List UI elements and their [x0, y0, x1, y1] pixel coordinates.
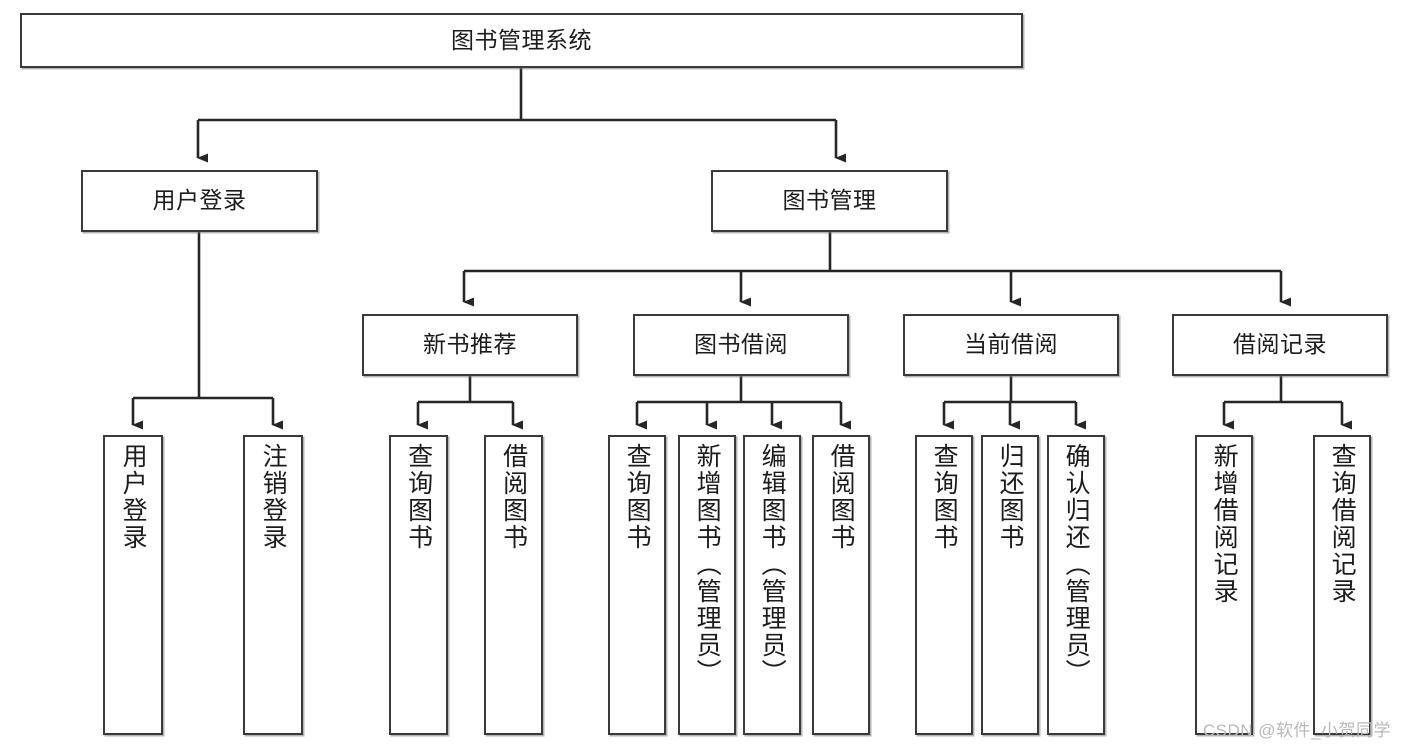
leaf-edit-book-label: 编辑图书（管理员） — [758, 443, 787, 686]
node-current-borrow-label: 当前借阅 — [964, 331, 1058, 358]
leaf-borrow-book-2-label: 借阅图书 — [827, 443, 856, 551]
leaf-user-login-label: 用户登录 — [119, 443, 148, 551]
leaf-confirm-return-label: 确认归还（管理员） — [1062, 443, 1091, 686]
leaf-confirm-return[interactable]: 确认归还（管理员） — [1047, 435, 1105, 735]
leaf-query-record[interactable]: 查询借阅记录 — [1313, 435, 1371, 735]
leaf-return-book[interactable]: 归还图书 — [981, 435, 1039, 735]
node-root[interactable]: 图书管理系统 — [20, 13, 1023, 68]
leaf-query-book-3-label: 查询图书 — [930, 443, 959, 551]
leaf-add-record-label: 新增借阅记录 — [1210, 443, 1239, 605]
node-book-manage-label: 图书管理 — [782, 187, 877, 214]
leaf-borrow-book-2[interactable]: 借阅图书 — [812, 435, 870, 735]
leaf-query-book-3[interactable]: 查询图书 — [915, 435, 973, 735]
node-borrow-record-label: 借阅记录 — [1233, 331, 1327, 358]
node-new-book-rec-label: 新书推荐 — [423, 331, 517, 358]
leaf-edit-book[interactable]: 编辑图书（管理员） — [743, 435, 801, 735]
leaf-query-book-2-label: 查询图书 — [623, 443, 652, 551]
leaf-query-record-label: 查询借阅记录 — [1328, 443, 1357, 605]
leaf-add-record[interactable]: 新增借阅记录 — [1195, 435, 1253, 735]
leaf-add-book[interactable]: 新增图书（管理员） — [678, 435, 736, 735]
leaf-borrow-book-1-label: 借阅图书 — [499, 443, 528, 551]
node-current-borrow[interactable]: 当前借阅 — [903, 314, 1119, 376]
node-book-borrow[interactable]: 图书借阅 — [633, 314, 849, 376]
node-user-login[interactable]: 用户登录 — [81, 170, 318, 232]
node-root-label: 图书管理系统 — [451, 26, 592, 53]
leaf-query-book-1-label: 查询图书 — [404, 443, 433, 551]
leaf-user-login[interactable]: 用户登录 — [103, 435, 163, 735]
leaf-borrow-book-1[interactable]: 借阅图书 — [484, 435, 543, 735]
leaf-query-book-1[interactable]: 查询图书 — [389, 435, 448, 735]
leaf-query-book-2[interactable]: 查询图书 — [608, 435, 666, 735]
node-user-login-label: 用户登录 — [152, 187, 247, 214]
node-book-borrow-label: 图书借阅 — [694, 331, 788, 358]
leaf-return-book-label: 归还图书 — [996, 443, 1025, 551]
node-borrow-record[interactable]: 借阅记录 — [1172, 314, 1388, 376]
leaf-logout[interactable]: 注销登录 — [243, 435, 303, 735]
leaf-add-book-label: 新增图书（管理员） — [693, 443, 722, 686]
node-new-book-rec[interactable]: 新书推荐 — [362, 314, 578, 376]
node-book-manage[interactable]: 图书管理 — [711, 170, 948, 232]
leaf-logout-label: 注销登录 — [259, 443, 288, 551]
